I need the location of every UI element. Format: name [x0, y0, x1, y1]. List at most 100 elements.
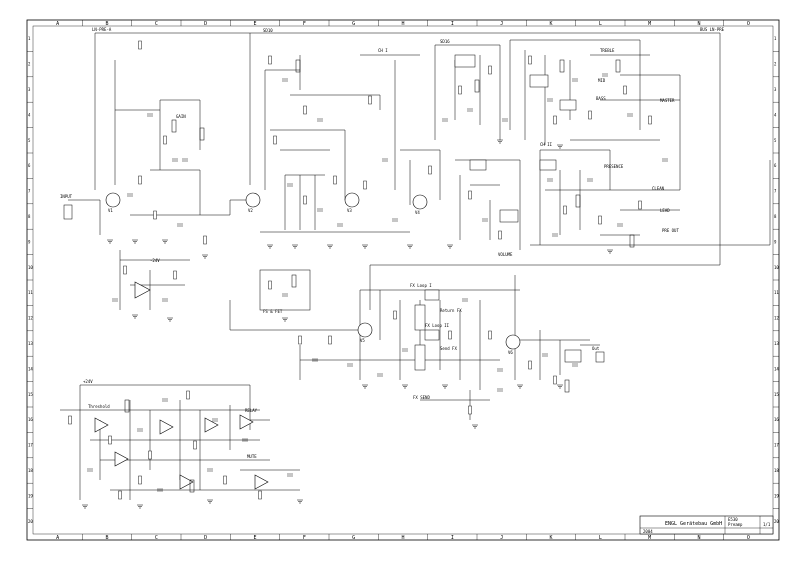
resistor-symbol: [123, 265, 127, 275]
row-marker-right: 6: [774, 163, 777, 168]
column-marker-top: D: [204, 21, 207, 27]
resistor-symbol: [153, 210, 157, 220]
resistor-symbol: [268, 280, 272, 290]
tube-v1: [105, 192, 121, 208]
row-marker-right: 13: [774, 341, 779, 346]
column-marker-bottom: H: [402, 535, 405, 541]
out-label: Out: [592, 346, 600, 351]
resistor-symbol: [333, 175, 337, 185]
return-fx-label: Return FX: [440, 308, 462, 313]
tubes: [105, 192, 521, 350]
mid-label: MID: [598, 78, 606, 83]
v6-label: V6: [508, 350, 513, 355]
column-marker-bottom: K: [550, 535, 553, 541]
row-marker-left: 18: [28, 468, 33, 473]
tube-v5: [357, 322, 373, 338]
column-marker-bottom: F: [303, 535, 306, 541]
ch2-label: CH II: [540, 142, 553, 147]
presence-label: PRESENCE: [604, 164, 624, 169]
row-marker-left: 16: [28, 417, 33, 422]
row-marker-right: 19: [774, 493, 779, 498]
resistor-symbol: [488, 330, 492, 340]
resistor-symbol: [148, 450, 152, 460]
row-marker-right: 20: [774, 519, 779, 524]
column-marker-top: E: [254, 21, 257, 27]
column-marker-bottom: J: [500, 535, 503, 541]
row-marker-left: 14: [28, 366, 33, 371]
row-marker-left: 5: [28, 138, 31, 143]
row-marker-left: 20: [28, 519, 33, 524]
row-marker-right: 1: [774, 36, 777, 41]
resistor-symbol: [428, 165, 432, 175]
resistor-symbol: [623, 85, 627, 95]
sd10-label: SD10: [263, 28, 273, 33]
resistor-symbol: [563, 205, 567, 215]
ch1-label: CH I: [378, 48, 388, 53]
tube-v4: [412, 194, 428, 210]
column-marker-top: C: [155, 21, 158, 27]
column-marker-bottom: E: [254, 535, 257, 541]
tube-v2: [245, 192, 261, 208]
resistors-capacitors: [68, 40, 668, 500]
resistor-symbol: [118, 490, 122, 500]
resistor-symbol: [528, 360, 532, 370]
column-marker-top: H: [402, 21, 405, 27]
output-jack: [595, 351, 605, 363]
minus-24v-label: -24V: [150, 258, 160, 263]
row-marker-right: 16: [774, 417, 779, 422]
row-marker-right: 12: [774, 316, 779, 321]
tube-v3: [344, 192, 360, 208]
column-marker-bottom: A: [56, 535, 59, 541]
ic-op-amps: [94, 281, 269, 490]
column-marker-bottom: D: [204, 535, 207, 541]
resistor-symbol: [648, 115, 652, 125]
column-marker-top: F: [303, 21, 306, 27]
resistor-symbol: [173, 270, 177, 280]
drawing-date: 2004: [643, 529, 653, 534]
ground-symbols: [82, 139, 613, 509]
column-marker-top: M: [648, 21, 651, 27]
resistor-symbol: [298, 335, 302, 345]
row-marker-right: 5: [774, 138, 777, 143]
bus-ln-pre-label: BUS LN-PRE: [700, 27, 725, 32]
column-marker-top: L: [599, 21, 602, 27]
column-marker-top: G: [352, 21, 355, 27]
row-marker-left: 6: [28, 163, 31, 168]
title-block: ENGL Gerätebau GmbH E530 Preamp 1/1 2004: [639, 515, 774, 535]
fx-send-label: FX SEND: [413, 395, 430, 400]
relays: [414, 54, 582, 371]
resistor-symbol: [268, 55, 272, 65]
resistor-symbol: [186, 390, 190, 400]
column-marker-top: J: [500, 21, 503, 27]
designation: Preamp: [728, 522, 743, 527]
column-marker-bottom: G: [352, 535, 355, 541]
lead-label: LEAD: [660, 208, 670, 213]
row-marker-right: 14: [774, 366, 779, 371]
fs-fet-label: FS & FET: [263, 309, 283, 314]
row-marker-right: 11: [774, 290, 779, 295]
row-marker-right: 7: [774, 189, 777, 194]
row-marker-left: 17: [28, 443, 33, 448]
resistor-symbol: [638, 200, 642, 210]
row-marker-right: 15: [774, 392, 779, 397]
column-marker-top: I: [451, 21, 454, 27]
volume-label: VOLUME: [498, 252, 513, 257]
row-marker-right: 4: [774, 112, 777, 117]
potentiometers: [124, 59, 635, 493]
resistor-symbol: [328, 335, 332, 345]
row-marker-left: 2: [28, 62, 31, 67]
resistor-symbol: [193, 440, 197, 450]
wiring: [60, 32, 771, 500]
plus-24v-label: +24V: [83, 379, 93, 384]
row-marker-right: 10: [774, 265, 779, 270]
input-jack: [63, 204, 73, 220]
column-marker-bottom: N: [698, 535, 701, 541]
column-marker-top: O: [747, 21, 750, 27]
row-marker-right: 9: [774, 239, 777, 244]
jacks: [63, 204, 605, 363]
row-marker-right: 2: [774, 62, 777, 67]
row-marker-right: 17: [774, 443, 779, 448]
